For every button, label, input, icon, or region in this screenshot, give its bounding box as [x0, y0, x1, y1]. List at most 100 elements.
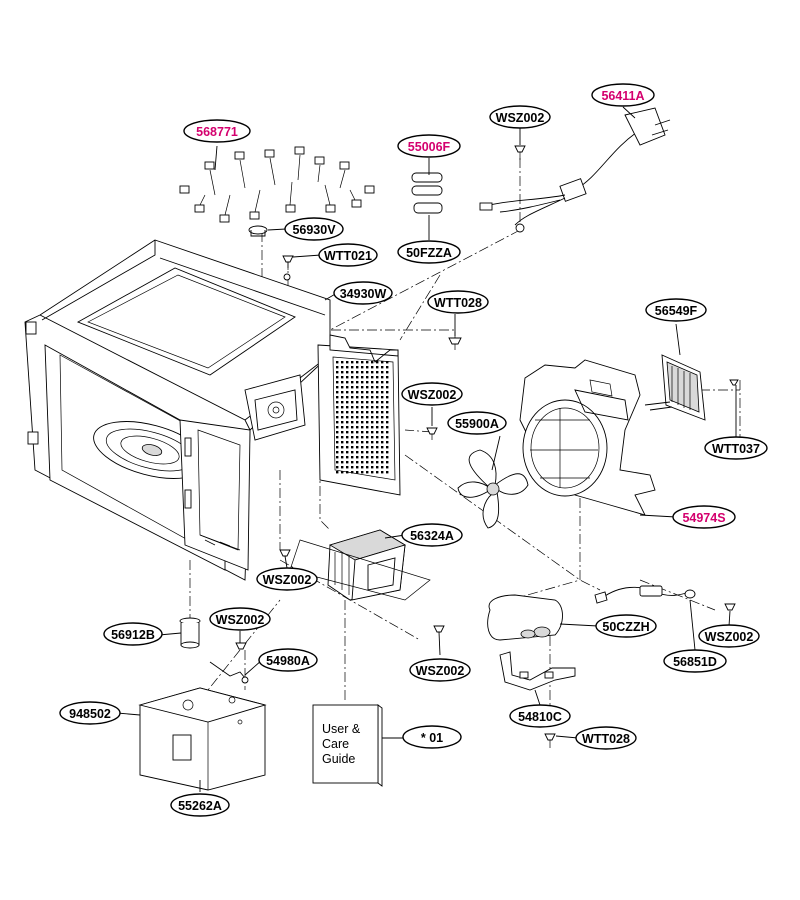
- part-label-56549f: 56549F: [645, 298, 707, 322]
- fan-blade: [457, 449, 529, 529]
- part-label-948502: 948502: [59, 701, 121, 725]
- label-text: 56324A: [410, 529, 454, 543]
- manual-line-3: Guide: [322, 752, 355, 766]
- label-oval: [284, 217, 344, 241]
- power-cord: [479, 107, 671, 233]
- label-oval: [258, 648, 318, 672]
- part-label-01: * 01: [402, 725, 462, 749]
- fuses: [411, 172, 443, 214]
- label-oval: [170, 793, 230, 817]
- label-text: WSZ002: [216, 613, 265, 627]
- label-oval: [183, 119, 251, 143]
- label-oval: [663, 649, 727, 673]
- screws: [235, 145, 736, 748]
- alignment-lines: [189, 158, 741, 720]
- label-oval: [333, 281, 393, 305]
- part-label-56851d: 56851D: [663, 649, 727, 673]
- label-text: 50CZZH: [602, 620, 649, 634]
- label-text: WTT028: [434, 296, 482, 310]
- label-text: WSZ002: [496, 111, 545, 125]
- label-text: 948502: [69, 707, 111, 721]
- part-label-54980a: 54980A: [258, 648, 318, 672]
- label-oval: [397, 240, 461, 264]
- part-label-56930v: 56930V: [284, 217, 344, 241]
- wire-harness: [179, 146, 375, 223]
- label-text: 56912B: [111, 628, 155, 642]
- manual-line-2: Care: [322, 737, 349, 751]
- label-oval: [409, 658, 471, 682]
- label-oval: [645, 298, 707, 322]
- part-label-50fzza: 50FZZA: [397, 240, 461, 264]
- stirrer-parts: [179, 617, 249, 684]
- label-text: * 01: [421, 731, 443, 745]
- part-label-56324a: 56324A: [401, 523, 463, 547]
- part-label-wsz002-lower: WSZ002: [209, 607, 271, 631]
- part-label-wtt028-lower: WTT028: [575, 726, 637, 750]
- part-label-wsz002-mid: WSZ002: [401, 382, 463, 406]
- label-oval: [489, 105, 551, 129]
- part-label-34930w: 34930W: [333, 281, 393, 305]
- control-bracket: [244, 374, 306, 441]
- label-text: WTT021: [324, 249, 372, 263]
- label-text: 34930W: [340, 287, 387, 301]
- label-leaders: [116, 106, 737, 792]
- part-label-wtt037: WTT037: [704, 436, 768, 460]
- label-oval: [591, 83, 655, 107]
- manual-line-1: User &: [322, 722, 361, 736]
- label-oval: [698, 624, 760, 648]
- part-label-55900a: 55900A: [447, 411, 507, 435]
- label-text: WSZ002: [408, 388, 457, 402]
- label-oval: [595, 614, 657, 638]
- hv-diode: [594, 585, 696, 604]
- label-oval: [401, 382, 463, 406]
- part-labels: 568771 948502 55006F WSZ002 56411A 56930V WTT0…: [59, 83, 768, 817]
- part-label-55262a: 55262A: [170, 793, 230, 817]
- part-label-wsz002-bottom: WSZ002: [409, 658, 471, 682]
- base-cover: [138, 687, 267, 791]
- capacitor-bracket: [499, 651, 576, 691]
- label-text: 56930V: [292, 223, 336, 237]
- fan-motor: [644, 354, 739, 421]
- label-oval: [256, 567, 318, 591]
- part-label-568771: 568771: [183, 119, 251, 143]
- transformer: [289, 529, 431, 601]
- label-text: 50FZZA: [406, 246, 452, 260]
- part-label-54974s: 54974S: [672, 505, 736, 529]
- label-text: 56411A: [601, 89, 644, 103]
- label-text: 55006F: [408, 140, 451, 154]
- label-text: 56549F: [655, 304, 698, 318]
- label-oval: [447, 411, 507, 435]
- part-label-56912b: 56912B: [103, 622, 163, 646]
- air-guide: [519, 359, 656, 516]
- label-oval: [672, 505, 736, 529]
- label-oval: [427, 290, 489, 314]
- label-oval: [575, 726, 637, 750]
- label-oval: [401, 523, 463, 547]
- part-label-50czzh: 50CZZH: [595, 614, 657, 638]
- oven-cavity: [24, 239, 331, 581]
- part-label-wtt028-upper: WTT028: [427, 290, 489, 314]
- user-care-guide: User & Care Guide: [312, 704, 408, 787]
- label-oval: [318, 243, 378, 267]
- label-text: 56851D: [673, 655, 717, 669]
- label-oval: [209, 607, 271, 631]
- part-label-54810c: 54810C: [509, 704, 571, 728]
- part-label-wtt021: WTT021: [318, 243, 378, 267]
- label-text: WSZ002: [416, 664, 465, 678]
- label-oval: [704, 436, 768, 460]
- part-label-55006f: 55006F: [397, 134, 461, 158]
- vent-panel: [317, 334, 401, 496]
- part-label-wsz002-right: WSZ002: [698, 624, 760, 648]
- label-text: 54974S: [682, 511, 725, 525]
- label-text: 54980A: [266, 654, 310, 668]
- label-oval: [103, 622, 163, 646]
- label-oval: [509, 704, 571, 728]
- hv-capacitor: [487, 594, 563, 641]
- label-oval: [59, 701, 121, 725]
- label-text: 55262A: [178, 799, 222, 813]
- label-oval: [402, 725, 462, 749]
- label-text: WSZ002: [263, 573, 312, 587]
- label-text: 55900A: [455, 417, 499, 431]
- label-text: WTT037: [712, 442, 760, 456]
